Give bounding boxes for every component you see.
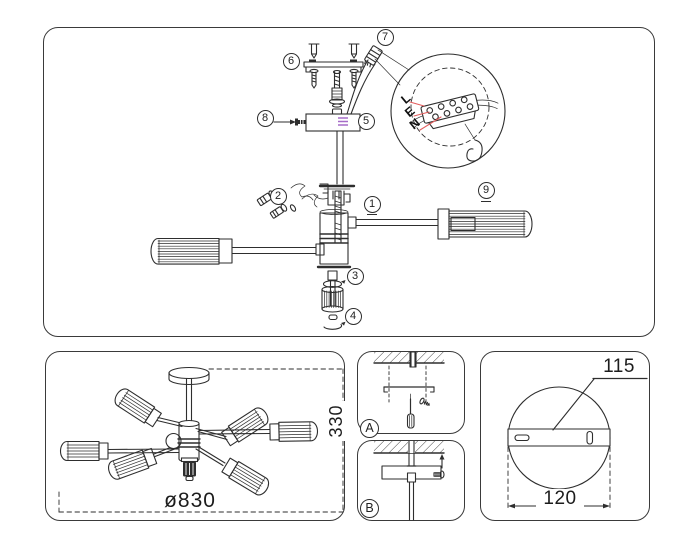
ceiling-hatch xyxy=(373,352,445,364)
callout-7: 7 xyxy=(376,28,394,46)
arm-drawing-right xyxy=(347,216,439,229)
power-cable-drawing xyxy=(346,59,376,115)
callout-5: 5 xyxy=(357,113,375,130)
mounting-slot xyxy=(586,430,594,445)
callout-9-tick xyxy=(481,201,491,203)
mounting-plate-drawing xyxy=(507,377,648,510)
exploded-view-drawing xyxy=(150,43,533,330)
dimension-lines xyxy=(58,368,344,513)
shade-drawing-left xyxy=(150,237,233,265)
canopy-install-parts xyxy=(381,441,445,521)
callout-6: 6 xyxy=(282,53,300,70)
dim-overall-diameter: ø830 xyxy=(150,490,230,511)
screw-icon xyxy=(419,397,431,407)
wall-anchor-icon xyxy=(348,43,360,59)
callout-4: 4 xyxy=(344,308,362,325)
down-rod-drawing xyxy=(318,130,356,244)
canopy-drawing xyxy=(305,113,361,132)
wall-anchor-icon xyxy=(308,43,320,59)
mounting-bar xyxy=(507,428,611,447)
wire-connector-drawing xyxy=(364,45,410,86)
step-a-label: A xyxy=(360,419,379,438)
callout-1-tick xyxy=(367,214,377,216)
canopy-screw-icon xyxy=(273,118,306,126)
step-b-label: B xyxy=(360,499,379,518)
callout-8: 8 xyxy=(256,110,274,127)
up-arrow-icon xyxy=(439,454,445,460)
callout-1: 1 xyxy=(363,196,381,213)
dim-canopy-diameter: 120 xyxy=(536,489,584,508)
assembled-shade xyxy=(111,385,163,429)
terminal-block-drawing xyxy=(409,93,499,130)
dim-bracket-length: 115 xyxy=(592,357,646,376)
bracket-install-parts xyxy=(383,352,435,429)
wiring-detail-balloon xyxy=(390,53,506,169)
callout-9: 9 xyxy=(477,182,495,199)
screwdriver-icon xyxy=(406,393,415,429)
retainer-ring-drawing xyxy=(323,314,346,330)
assembled-shade xyxy=(59,440,109,462)
threaded-nipple-drawing xyxy=(328,69,346,115)
bracket-install-drawing xyxy=(373,352,445,429)
hub-drawing xyxy=(316,212,352,269)
callout-2: 2 xyxy=(269,188,287,205)
exploded-view-panel xyxy=(43,27,655,337)
assembled-shade xyxy=(220,404,272,448)
dim-overall-height: 330 xyxy=(326,401,346,441)
glass-shade-drawing xyxy=(321,270,346,313)
mounting-screw-icon xyxy=(349,68,359,89)
assembled-canopy xyxy=(168,366,210,424)
leader-line xyxy=(552,378,595,431)
bracket-dimensions-panel xyxy=(480,351,650,521)
mounting-slot xyxy=(514,434,530,442)
safety-hook-icon xyxy=(466,139,483,162)
assembled-socket xyxy=(180,457,199,482)
ceiling-bracket-drawing xyxy=(303,43,364,89)
mounting-screw-icon xyxy=(309,68,319,89)
canopy-install-drawing xyxy=(373,441,445,521)
chandelier-assembled-drawing xyxy=(58,366,344,513)
assembled-shade xyxy=(269,421,319,443)
assembled-arms xyxy=(107,416,271,467)
arm-drawing-left xyxy=(231,243,325,256)
shade-drawing-right xyxy=(437,208,533,240)
screw-icon xyxy=(433,470,445,479)
callout-3: 3 xyxy=(346,268,364,285)
fastener-kit-drawing xyxy=(256,183,329,219)
